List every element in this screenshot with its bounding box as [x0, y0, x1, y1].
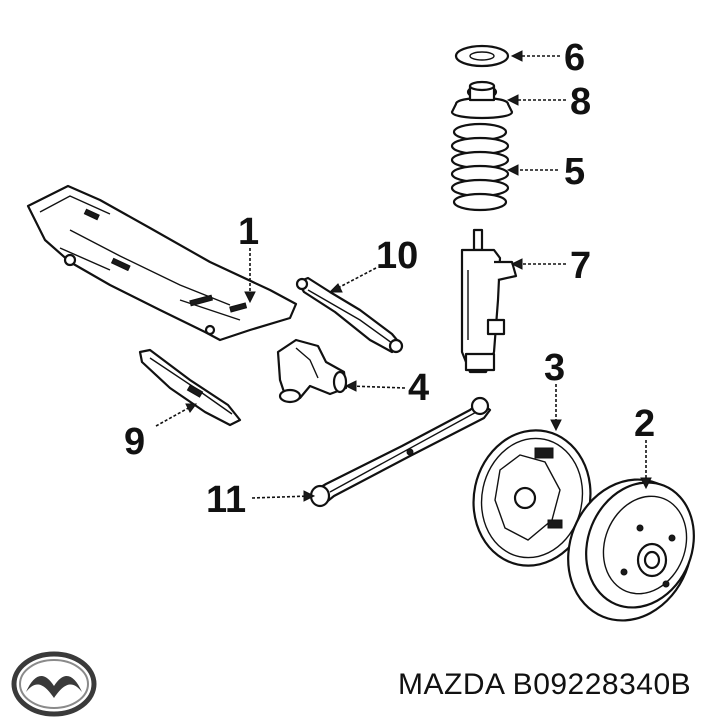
- mazda-logo-icon: [11, 651, 97, 717]
- leader-4: [349, 385, 406, 389]
- leader-11: [251, 495, 311, 499]
- part-10-lateral-link: [295, 276, 404, 354]
- leader-10: [333, 267, 377, 291]
- callout-9: 9: [124, 421, 145, 463]
- callout-5: 5: [564, 151, 585, 193]
- callout-numbers: 1 2 3 4 5 6 7 8 9 10 11: [124, 37, 655, 521]
- part-6-upper-mount: [454, 44, 510, 68]
- part-11-trailing-link: [309, 396, 492, 508]
- part-2-brake-drum: [567, 478, 695, 622]
- callout-2: 2: [634, 403, 655, 445]
- part-7-strut: [460, 228, 518, 374]
- part-9-lower-arm: [138, 348, 242, 427]
- callout-4: 4: [408, 367, 429, 409]
- callout-1: 1: [238, 211, 259, 253]
- part-number-caption: MAZDA B09228340B: [398, 668, 692, 701]
- part-1-crossmember: [26, 184, 298, 342]
- callout-11: 11: [206, 479, 246, 521]
- callout-8: 8: [570, 81, 591, 123]
- leader-lines: [155, 50, 652, 502]
- part-4-knuckle: [276, 338, 348, 404]
- part-5-coil-spring: [450, 122, 510, 212]
- callout-3: 3: [544, 347, 565, 389]
- callout-10: 10: [376, 235, 418, 277]
- callout-7: 7: [570, 245, 591, 287]
- leader-9: [155, 405, 193, 427]
- part-8-spring-seat: [450, 80, 514, 120]
- callout-6: 6: [564, 37, 585, 79]
